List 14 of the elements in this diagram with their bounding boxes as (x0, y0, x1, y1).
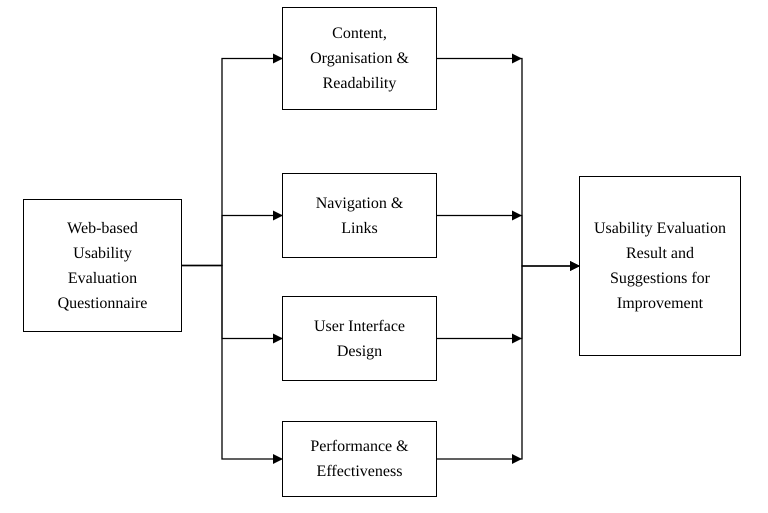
process-box (579, 176, 741, 356)
box-label: Navigation & Links (314, 194, 404, 238)
process-box (282, 421, 437, 497)
process-box (282, 173, 437, 258)
box-label: Content, Organisation & Readability (309, 24, 410, 94)
process-box (282, 296, 437, 381)
box-label: User Interface Design (312, 316, 406, 362)
process-box (282, 7, 437, 110)
process-box (23, 199, 182, 332)
box-label: Web-based Usability Evaluation Questionnaire (56, 218, 148, 314)
arrow (437, 261, 580, 464)
box-label: Performance & Effectiveness (309, 437, 410, 482)
arrow (182, 264, 283, 464)
box-label: Usability Evaluation Result and Suggestions for Improvement (594, 219, 726, 314)
